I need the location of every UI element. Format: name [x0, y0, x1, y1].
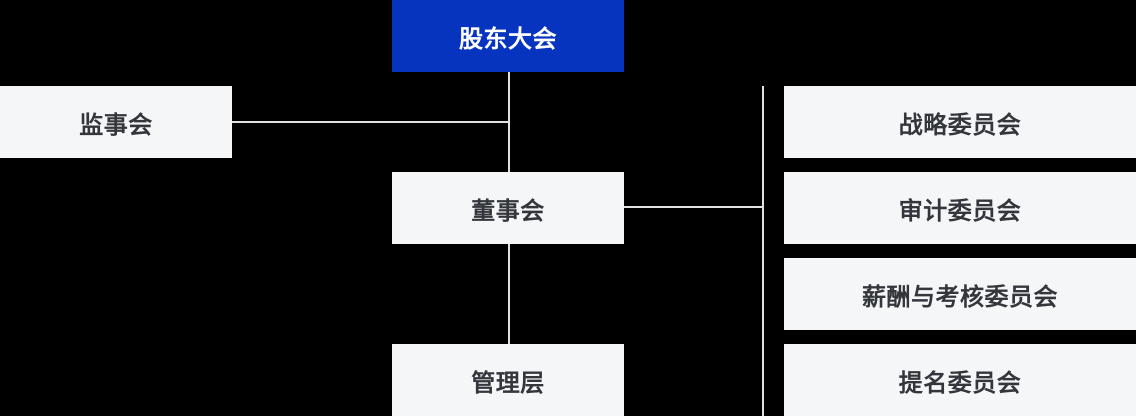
- node-management-label: 管理层: [471, 369, 545, 397]
- connector-supervisory-to-trunk: [232, 121, 510, 123]
- node-audit-committee-label: 审计委员会: [898, 197, 1022, 225]
- node-strategy-committee-label: 战略委员会: [898, 111, 1022, 139]
- node-shareholders-meeting-label: 股东大会: [459, 25, 557, 53]
- node-nomination-committee-label: 提名委员会: [898, 369, 1022, 397]
- node-remuneration-appraisal-committee-label: 薪酬与考核委员会: [862, 283, 1058, 311]
- node-supervisory-board-label: 监事会: [79, 111, 153, 139]
- node-board-of-directors-label: 董事会: [471, 197, 545, 225]
- connector-committee-trunk: [762, 86, 764, 416]
- node-shareholders-meeting: 股东大会: [392, 0, 624, 72]
- node-remuneration-appraisal-committee: 薪酬与考核委员会: [784, 258, 1136, 330]
- node-management: 管理层: [392, 344, 624, 416]
- node-nomination-committee: 提名委员会: [784, 344, 1136, 416]
- node-strategy-committee: 战略委员会: [784, 86, 1136, 158]
- node-audit-committee: 审计委员会: [784, 172, 1136, 244]
- node-board-of-directors: 董事会: [392, 172, 624, 244]
- connector-board-to-committees: [624, 206, 764, 208]
- connector-board-to-management: [508, 244, 510, 344]
- node-supervisory-board: 监事会: [0, 86, 232, 158]
